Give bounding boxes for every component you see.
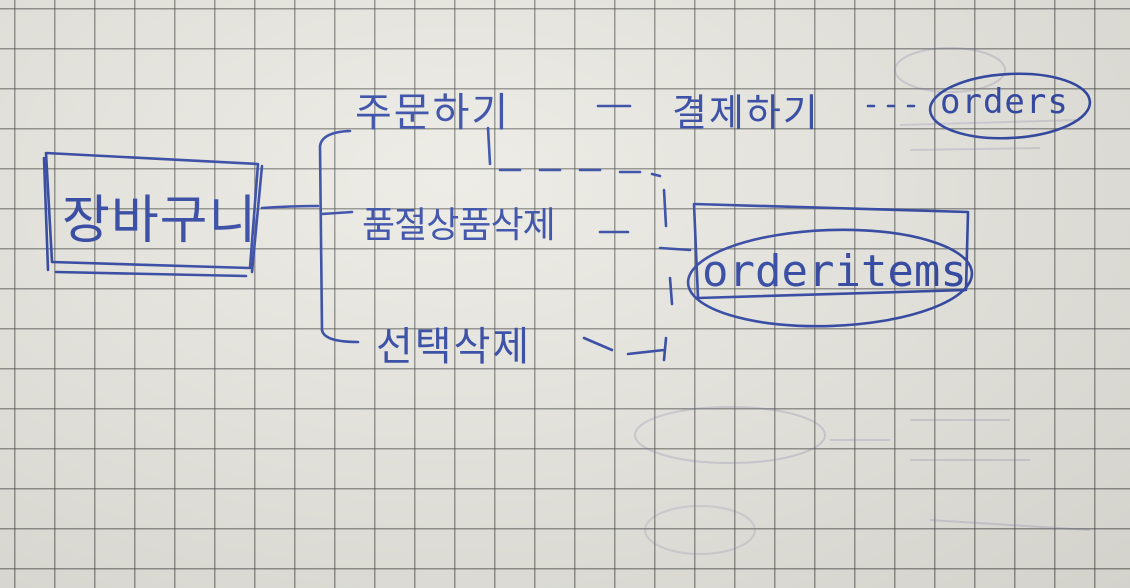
root-box-shadow-line [42, 156, 264, 278]
root-connector [260, 204, 320, 210]
bleed-through-lower [630, 380, 1110, 580]
action-delete-selected: 선택삭제 [376, 324, 532, 370]
tick-soldout [662, 188, 668, 228]
action-bracket [318, 129, 360, 344]
table-orders: orders [940, 82, 1069, 122]
dashed-order-to-items [486, 126, 662, 178]
bracket-mid-tick [320, 210, 354, 216]
bleed-through-lower-scribble [634, 406, 1091, 555]
orderitems-ellipse [686, 228, 974, 328]
bleed-through-text [880, 30, 1110, 170]
orders-ellipse [928, 72, 1092, 140]
action-order: 주문하기 [355, 90, 511, 136]
root-node-cart: 장바구니 [62, 191, 258, 251]
tick-items-left [668, 276, 674, 306]
action-delete-sold-out: 품절상품삭제 [362, 205, 556, 246]
tick-soldout-2 [658, 246, 692, 252]
dash-selected-to-items [582, 336, 614, 352]
next-step-payment: 결제하기 [672, 91, 820, 135]
table-orderitems: orderitems [702, 246, 967, 297]
tick-selected [626, 336, 668, 362]
bleed-through-scribble [894, 47, 1081, 151]
root-box [44, 151, 260, 270]
